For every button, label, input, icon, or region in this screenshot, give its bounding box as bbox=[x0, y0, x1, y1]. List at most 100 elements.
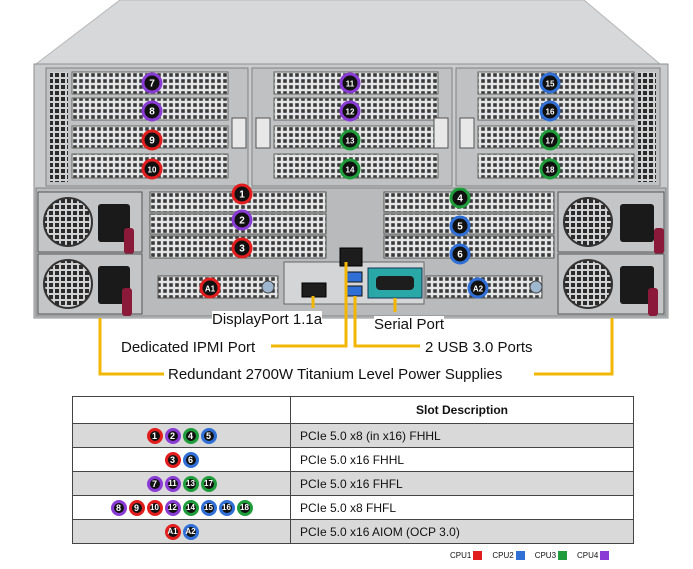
serial-port-connector bbox=[376, 276, 414, 290]
slot-badge-11 bbox=[339, 72, 361, 94]
aiom-screw-right bbox=[529, 280, 543, 294]
legend-swatch bbox=[558, 551, 568, 560]
right-bay-vent bbox=[638, 72, 656, 182]
right-bay-latch bbox=[459, 117, 475, 149]
slot-badge: 17 bbox=[200, 475, 217, 492]
chassis-top bbox=[34, 0, 662, 65]
slot-badge-8 bbox=[141, 100, 163, 122]
slot-badge-5 bbox=[449, 215, 471, 237]
slot-badge-label-12: 12 bbox=[346, 108, 355, 117]
serial-port-label: Serial Port bbox=[374, 316, 445, 333]
slot-badge-2 bbox=[231, 209, 253, 231]
usb-port-1 bbox=[345, 271, 363, 283]
legend-item: CPU3 bbox=[535, 551, 568, 560]
ipmi-lan-port bbox=[339, 247, 363, 267]
slot-badge-label-14: 14 bbox=[346, 166, 355, 175]
slot-badge-label-15: 15 bbox=[546, 80, 555, 89]
slot-badge-label-18: 18 bbox=[546, 166, 555, 175]
left-bay-latch bbox=[231, 117, 247, 149]
slot-badge-label-2: 2 bbox=[239, 216, 245, 227]
slot-badge: 16 bbox=[218, 499, 235, 516]
slot-badge-14 bbox=[339, 158, 361, 180]
slot-badge: 15 bbox=[200, 499, 217, 516]
center-bay-latch-left bbox=[255, 117, 271, 149]
psu-inlet-left-top bbox=[98, 204, 130, 242]
slot-badge-label-9: 9 bbox=[149, 136, 155, 147]
center-bay-latch-right bbox=[433, 117, 449, 149]
legend-swatch bbox=[473, 551, 483, 560]
usb-port-2 bbox=[345, 285, 363, 297]
psu-fan-left-top bbox=[43, 197, 93, 247]
callout-line-ipmi bbox=[271, 262, 348, 348]
slot-badge: 12 bbox=[164, 499, 181, 516]
slot-badge-6 bbox=[449, 243, 471, 265]
slot-badge: 3 bbox=[164, 451, 181, 468]
psu-label: Redundant 2700W Titanium Level Power Sup… bbox=[168, 366, 503, 383]
slot-badge-label-5: 5 bbox=[457, 222, 463, 233]
slot-badge-3 bbox=[231, 237, 253, 259]
psu-handle-left-bottom bbox=[122, 288, 132, 316]
slot-badge: A1 bbox=[164, 523, 181, 540]
slot-description-cell: PCIe 5.0 x8 FHFL bbox=[290, 495, 634, 520]
slot-badge-label-7: 7 bbox=[149, 79, 155, 90]
slot-badge-label-1: 1 bbox=[239, 190, 245, 201]
slot-badge: 13 bbox=[182, 475, 199, 492]
slot-badge: 11 bbox=[164, 475, 181, 492]
slot-badge-label-8: 8 bbox=[149, 107, 155, 118]
displayport-label: DisplayPort 1.1a bbox=[212, 311, 323, 328]
slot-badge: 2 bbox=[164, 427, 181, 444]
psu-handle-left-top bbox=[124, 228, 134, 254]
legend-item: CPU2 bbox=[492, 551, 525, 560]
psu-fan-right-bottom bbox=[563, 259, 613, 309]
psu-handle-right-bottom bbox=[648, 288, 658, 316]
slot-badge-label-6: 6 bbox=[457, 250, 463, 261]
slot-badge: 6 bbox=[182, 451, 199, 468]
psu-inlet-right-top bbox=[620, 204, 654, 242]
slot-badge-16 bbox=[539, 100, 561, 122]
slot-badge-1 bbox=[231, 183, 253, 205]
slot-badge-17 bbox=[539, 129, 561, 151]
callout-line-psu-right bbox=[534, 318, 614, 376]
slot-badge-a1 bbox=[199, 277, 221, 299]
slot-badge-18 bbox=[539, 158, 561, 180]
usb-ports-label: 2 USB 3.0 Ports bbox=[425, 339, 533, 356]
legend-item: CPU4 bbox=[577, 551, 610, 560]
slot-badge-label-a2: A2 bbox=[473, 285, 484, 294]
slot-description-cell: PCIe 5.0 x16 FHHL bbox=[290, 447, 634, 472]
slot-description-cell: PCIe 5.0 x8 (in x16) FHHL bbox=[290, 423, 634, 448]
legend-label: CPU2 bbox=[492, 551, 514, 560]
psu-inlet-right-bottom bbox=[620, 266, 654, 304]
psu-fan-right-top bbox=[563, 197, 613, 247]
slot-badge-7 bbox=[141, 72, 163, 94]
slot-badge: 4 bbox=[182, 427, 199, 444]
table-header-row: Slot Description bbox=[72, 396, 634, 424]
slot-badge: A2 bbox=[182, 523, 199, 540]
slot-badge-12 bbox=[339, 100, 361, 122]
callout-lines bbox=[98, 262, 614, 376]
slot-badge-label-10: 10 bbox=[148, 166, 157, 175]
slot-badge-4 bbox=[449, 187, 471, 209]
slot-badge: 10 bbox=[146, 499, 163, 516]
table-header-description: Slot Description bbox=[290, 396, 634, 424]
slot-badge-label-3: 3 bbox=[239, 244, 245, 255]
slot-badge-13 bbox=[339, 129, 361, 151]
slot-badge-10 bbox=[141, 158, 163, 180]
slot-description-cell: PCIe 5.0 x16 AIOM (OCP 3.0) bbox=[290, 519, 634, 544]
table-header-slots bbox=[72, 396, 291, 424]
legend-swatch bbox=[600, 551, 610, 560]
